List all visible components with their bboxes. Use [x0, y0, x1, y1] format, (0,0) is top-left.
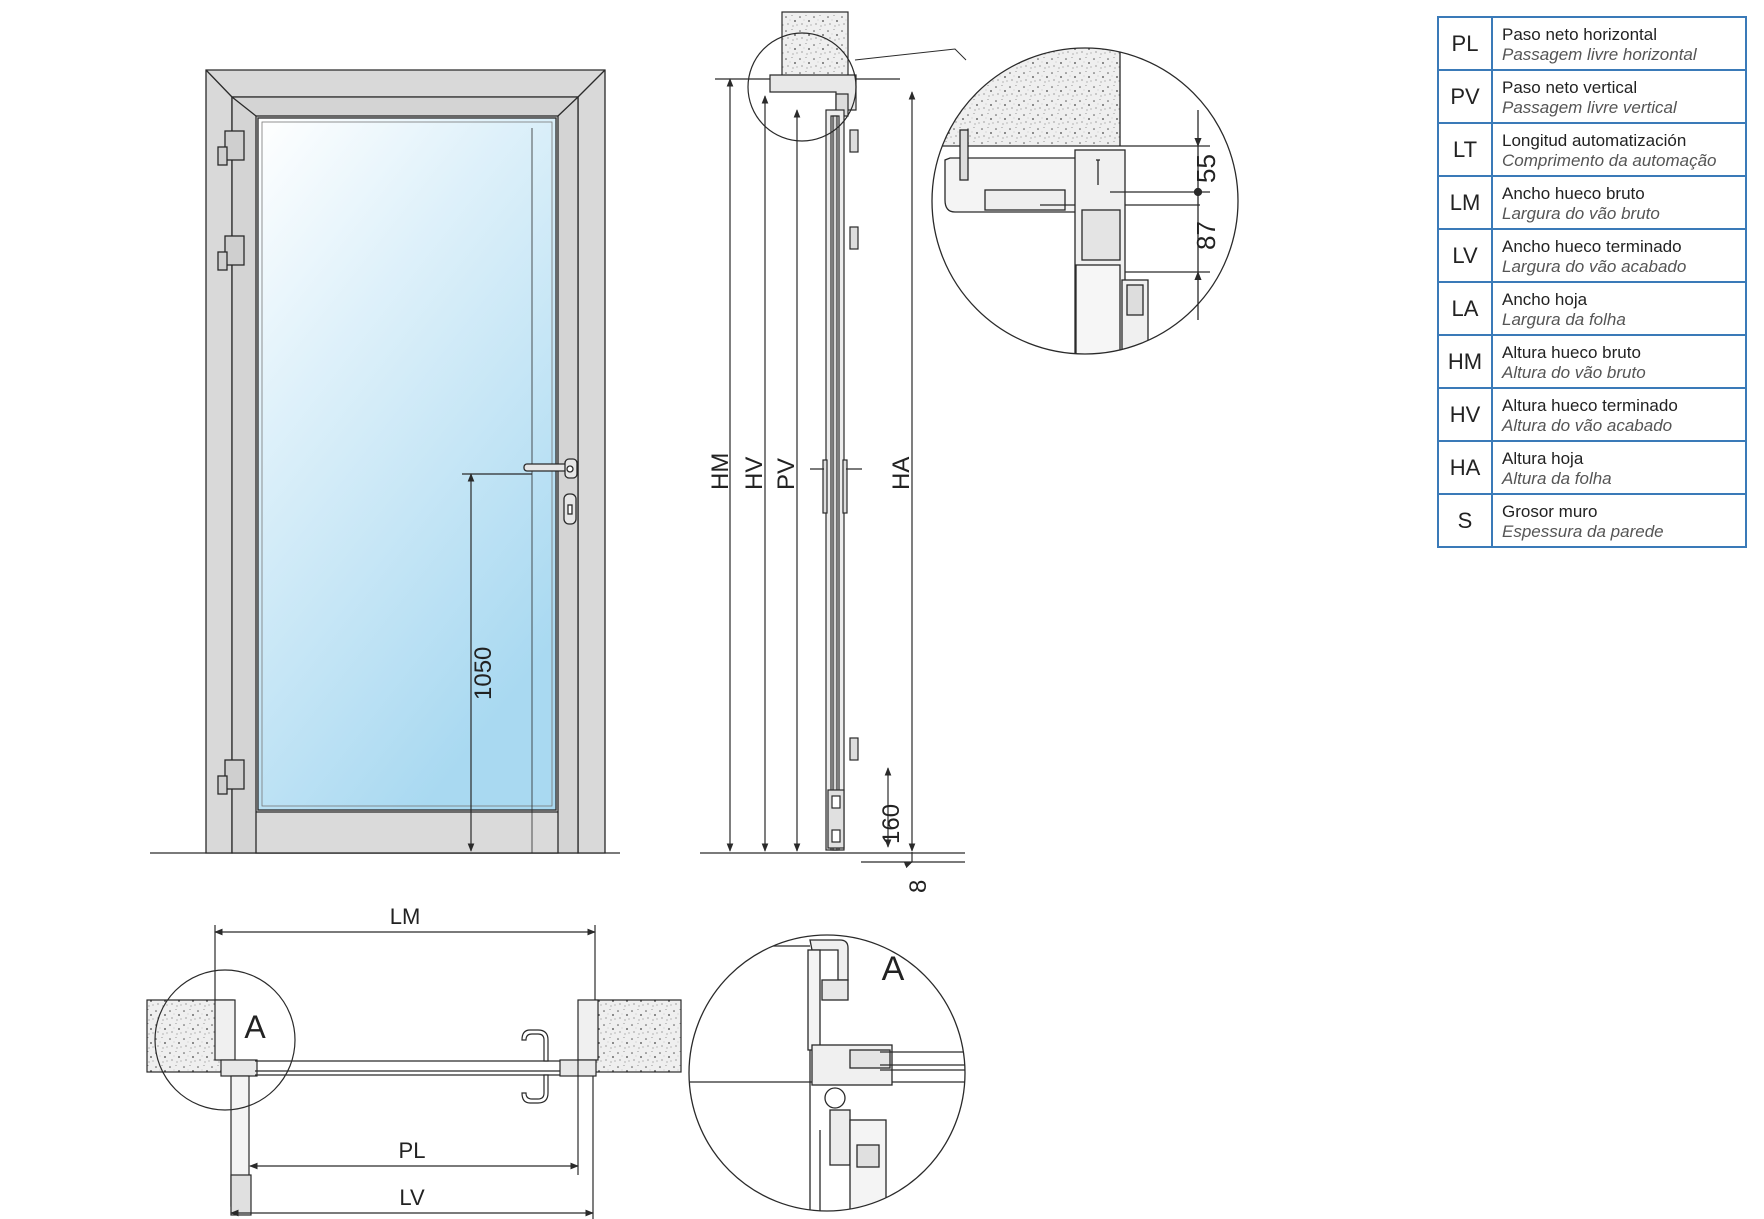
legend-portuguese: Passagem livre horizontal [1502, 44, 1697, 64]
ha-label: HA [888, 457, 915, 490]
plan-detail-circle [154, 969, 296, 1111]
lm-label: LM [390, 904, 421, 929]
legend-portuguese: Passagem livre vertical [1502, 97, 1677, 117]
hinge-bottom [217, 759, 245, 795]
legend-spanish: Ancho hueco bruto [1502, 183, 1645, 203]
legend-portuguese: Comprimento da automação [1502, 150, 1717, 170]
legend-portuguese: Largura da folha [1502, 309, 1626, 329]
legend-code: HM [1437, 334, 1493, 389]
detail-a [688, 934, 966, 1212]
legend-portuguese: Altura do vão acabado [1502, 415, 1673, 435]
legend-spanish: Longitud automatización [1502, 130, 1687, 150]
detail-callout-circle [747, 32, 857, 142]
top-detail [931, 47, 1239, 355]
door-elevation [150, 69, 620, 854]
hinge-middle [217, 235, 245, 271]
legend-code: HV [1437, 387, 1493, 442]
legend-portuguese: Espessura da parede [1502, 521, 1664, 541]
handle-height-label: 1050 [470, 647, 497, 700]
legend-code: S [1437, 493, 1493, 548]
legend-spanish: Altura hoja [1502, 448, 1584, 468]
hv-label: HV [741, 457, 768, 490]
vertical-section [700, 11, 967, 863]
legend-portuguese: Altura do vão bruto [1502, 362, 1646, 382]
top-87-label: 87 [1191, 221, 1221, 250]
legend-portuguese: Altura da folha [1502, 468, 1612, 488]
legend-code: LT [1437, 122, 1493, 177]
legend-code: PL [1437, 16, 1493, 71]
hinge-top [217, 130, 245, 166]
hm-label: HM [707, 453, 734, 490]
legend-code: LA [1437, 281, 1493, 336]
plan-detail-letter: A [244, 1009, 266, 1045]
legend-spanish: Paso neto horizontal [1502, 24, 1657, 44]
legend-portuguese: Largura do vão acabado [1502, 256, 1687, 276]
floor-gap-label: 8 [905, 880, 932, 893]
plan-section [146, 925, 682, 1219]
detail-a-letter: A [882, 950, 905, 988]
legend-spanish: Ancho hueco terminado [1502, 236, 1682, 256]
legend-spanish: Paso neto vertical [1502, 77, 1638, 97]
legend-portuguese: Largura do vão bruto [1502, 203, 1660, 223]
legend-spanish: Altura hueco terminado [1502, 395, 1678, 415]
wall-right [594, 999, 682, 1073]
legend-code: LV [1437, 228, 1493, 283]
pv-label: PV [773, 458, 800, 490]
legend-code: PV [1437, 69, 1493, 124]
vertical-dimensions [726, 78, 916, 869]
legend-spanish: Altura hueco bruto [1502, 342, 1641, 362]
top-55-label: 55 [1191, 154, 1221, 183]
handle-height-dimension [462, 473, 532, 852]
lv-label: LV [399, 1185, 425, 1210]
bottom-rail-label: 160 [878, 804, 905, 844]
legend-code: HA [1437, 440, 1493, 495]
pl-label: PL [399, 1138, 426, 1163]
legend-spanish: Grosor muro [1502, 501, 1598, 521]
door-handle [523, 458, 578, 525]
legend-code: LM [1437, 175, 1493, 230]
glass-pane [257, 117, 557, 811]
legend-spanish: Ancho hoja [1502, 289, 1588, 309]
